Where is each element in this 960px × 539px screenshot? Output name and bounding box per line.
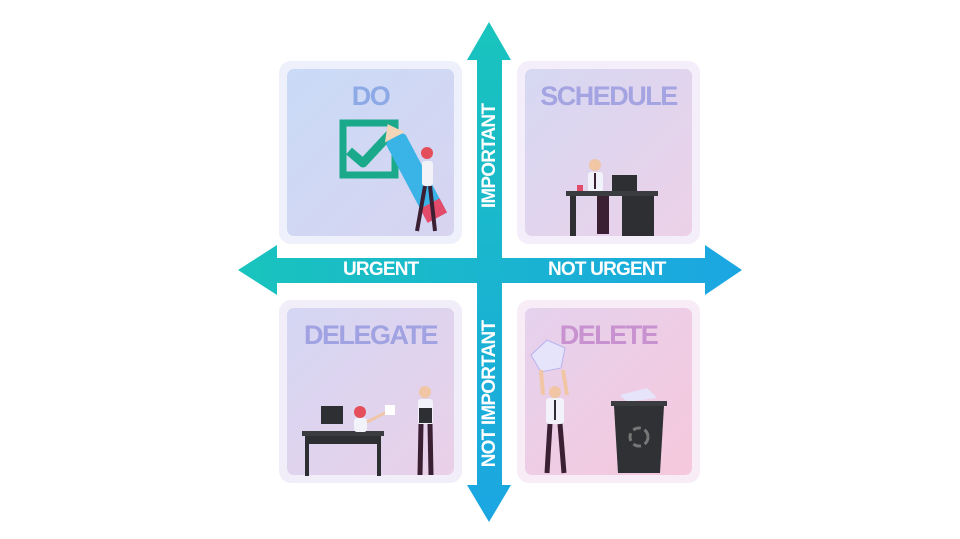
laptop-icon (612, 175, 637, 192)
delete-illustration (530, 339, 667, 474)
woman-figure (415, 147, 437, 232)
quadrant-delegate-title: DELEGATE (303, 320, 439, 350)
axis-label-important: IMPORTANT (479, 103, 500, 209)
do-illustration (339, 119, 448, 232)
man-throwing-figure (539, 369, 569, 474)
trash-bin-icon (611, 388, 667, 473)
quadrant-schedule-title: SCHEDULE (540, 81, 678, 111)
monitor-icon (321, 406, 343, 424)
axis-label-not-important: NOT IMPORTANT (479, 320, 500, 468)
man-at-desk-figure (588, 159, 603, 192)
quadrant-delete: DELETE (517, 300, 700, 483)
vertical-arrow (467, 22, 511, 522)
crumpled-paper-icon (530, 339, 566, 373)
schedule-illustration (566, 159, 658, 236)
axis-label-not-urgent: NOT URGENT (548, 259, 666, 280)
desk-icon (302, 431, 384, 476)
quadrant-delete-title: DELETE (559, 320, 659, 350)
mug-icon (577, 185, 583, 191)
quadrant-do-title: DO (351, 81, 391, 111)
paper-icon (385, 405, 395, 415)
desk-icon (566, 191, 658, 236)
quadrant-schedule: SCHEDULE (517, 61, 700, 244)
recycle-icon (628, 426, 650, 448)
quadrant-delegate: DELEGATE (279, 300, 462, 483)
seated-woman-figure (354, 405, 395, 432)
standing-man-figure (417, 386, 434, 476)
quadrant-do: DO (279, 61, 462, 244)
delegate-illustration (302, 386, 434, 476)
axis-label-urgent: URGENT (343, 259, 419, 280)
